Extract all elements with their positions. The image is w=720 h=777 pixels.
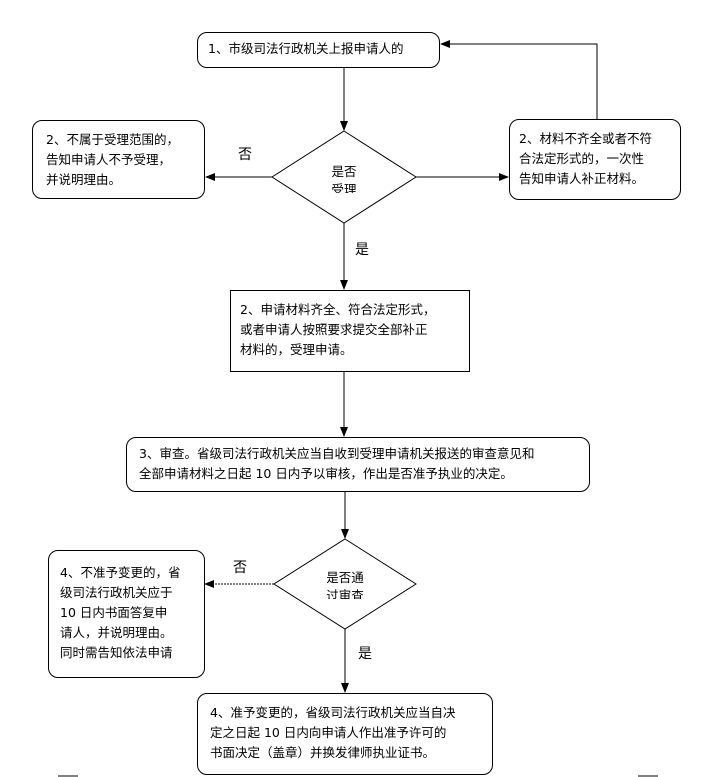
accept-application-text: 2、申请材料齐全、符合法定形式， 或者申请人按照要求提交全部补正 材料的，受理申…: [240, 302, 436, 357]
reject-notice-text: 2、不属于受理范围的， 告知申请人不予受理， 并说明理由。: [46, 132, 179, 187]
approve-change-node: 4、准予变更的，省级司法行政机关应当自决 定之日起 10 日内向申请人作出准予许…: [197, 693, 493, 775]
deny-change-node: 4、不准予变更的，省 级司法行政机关应于 10 日内书面答复申 请人，并说明理由…: [48, 550, 205, 678]
reject-notice-node: 2、不属于受理范围的， 告知申请人不予受理， 并说明理由。: [32, 120, 205, 199]
report-node-text: 1、市级司法行政机关上报申请人的: [208, 41, 404, 56]
review-text: 3、审查。省级司法行政机关应当自收到受理申请机关报送的审查意见和 全部申请材料之…: [139, 446, 535, 481]
review-node: 3、审查。省级司法行政机关应当自收到受理申请机关报送的审查意见和 全部申请材料之…: [126, 437, 590, 492]
edge-label-no-1: 否: [238, 147, 252, 163]
edge-label-no-2: 否: [233, 560, 247, 576]
report-node: 1、市级司法行政机关上报申请人的: [197, 32, 440, 68]
arrow-supplement-back: [440, 40, 598, 119]
accept-application-node: 2、申请材料齐全、符合法定形式， 或者申请人按照要求提交全部补正 材料的，受理申…: [230, 290, 470, 372]
supplement-notice-node: 2、材料不齐全或者不符 合法定形式的，一次性 告知申请人补正材料。: [509, 119, 681, 200]
deny-change-text: 4、不准予变更的，省 级司法行政机关应于 10 日内书面答复申 请人，并说明理由…: [60, 565, 181, 660]
approve-change-text: 4、准予变更的，省级司法行政机关应当自决 定之日起 10 日内向申请人作出准予许…: [210, 705, 456, 760]
decision-pass-text: 是否通 过审查: [326, 570, 364, 599]
decision-accept-text: 是否 受理: [331, 164, 357, 193]
supplement-notice-text: 2、材料不齐全或者不符 合法定形式的，一次性 告知申请人补正材料。: [519, 131, 652, 186]
edge-label-yes-1: 是: [355, 242, 369, 258]
edge-label-yes-2: 是: [358, 646, 372, 662]
